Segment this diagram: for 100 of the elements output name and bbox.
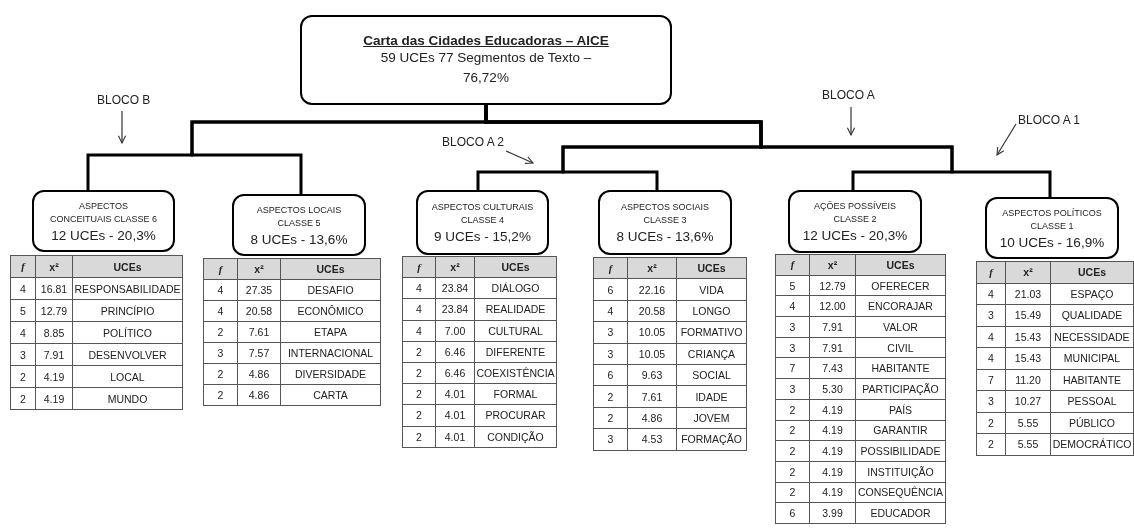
table-cell: 27.35 [237, 279, 281, 301]
table-cell: 2 [775, 399, 810, 420]
class-name: ASPECTOS SOCIAIS CLASSE 3 [620, 201, 710, 227]
table-cell: 6.46 [435, 362, 475, 384]
table-cell: 4.19 [35, 387, 73, 410]
table-cell: 7.61 [627, 385, 677, 408]
table-cell: DIFERENTE [474, 341, 557, 363]
arrow [846, 106, 856, 136]
table-cell: 2 [402, 426, 436, 448]
table-cell: 20.58 [627, 300, 677, 322]
table-cell: 12.79 [809, 275, 856, 296]
table-cell: 3 [593, 428, 628, 450]
table-cell: LOCAL [72, 365, 183, 388]
class-name: ASPECTOS LOCAIS CLASSE 5 [255, 203, 343, 230]
table-header-cell: x² [237, 258, 281, 280]
class-box [32, 190, 175, 252]
table-cell: 2 [402, 362, 436, 384]
table-cell: 15.43 [1005, 347, 1051, 369]
table-cell: 5.55 [1005, 412, 1051, 434]
table-cell: 11.20 [1005, 369, 1051, 391]
table-cell: 3 [775, 316, 810, 338]
summary-text: 59 UCEs 77 Segmentos de Texto – 76,72% [379, 48, 593, 87]
table-cell: ECONÔMICO [280, 300, 381, 322]
table-cell: ENCORAJAR [855, 295, 946, 317]
block-label: BLOCO A 1 [1018, 113, 1081, 127]
table-cell: COEXISTÊNCIA [474, 362, 557, 384]
table-header-cell: UCEs [474, 256, 557, 278]
table-cell: 4 [976, 283, 1006, 305]
table-cell: 6 [775, 502, 810, 524]
table-header-cell: UCEs [72, 255, 183, 278]
table-cell: CIVIL [855, 337, 946, 358]
table-cell: 2 [402, 404, 436, 426]
table-cell: 2 [10, 365, 36, 388]
class-count: 9 UCEs - 15,2% [434, 229, 531, 244]
table-cell: POSSIBILIDADE [855, 440, 946, 462]
table-cell: 4 [402, 298, 436, 321]
table-header-cell: f [976, 261, 1006, 283]
table-cell: 4 [203, 279, 238, 301]
table-cell: 2 [10, 387, 36, 410]
table-header-cell: UCEs [676, 257, 747, 279]
table-cell: 4.86 [627, 407, 677, 429]
table-cell: 3.99 [809, 502, 856, 524]
table-cell: 20.58 [237, 300, 281, 322]
class-box [788, 190, 922, 253]
table-cell: 4.86 [237, 384, 281, 406]
table-cell: 2 [203, 384, 238, 406]
table-cell: 7.57 [237, 342, 281, 364]
table-cell: 2 [976, 412, 1006, 434]
table-cell: 10.05 [627, 321, 677, 344]
table-cell: VALOR [855, 316, 946, 338]
table-cell: MUNICIPAL [1050, 347, 1134, 369]
table-cell: PESSOAL [1050, 390, 1134, 412]
table-cell: LONGO [676, 300, 747, 322]
table-cell: 6 [593, 278, 628, 301]
table-cell: PÚBLICO [1050, 412, 1134, 434]
table-cell: REALIDADE [474, 298, 557, 321]
table-cell: PRINCÍPIO [72, 299, 183, 322]
table-cell: 2 [593, 407, 628, 429]
table-cell: 4 [402, 320, 436, 342]
table-header-cell: x² [35, 255, 73, 278]
table-cell: 5.30 [809, 378, 856, 400]
table-cell: 21.03 [1005, 283, 1051, 305]
table-cell: EDUCADOR [855, 502, 946, 524]
table-cell: 2 [203, 321, 238, 343]
table-cell: 5 [10, 299, 36, 322]
table-cell: 10.27 [1005, 390, 1051, 412]
table-cell: DESAFIO [280, 279, 381, 301]
table-cell: 2 [775, 461, 810, 483]
table-cell: 7.43 [809, 357, 856, 379]
table-header-cell: f [402, 256, 436, 278]
table-cell: 7.91 [809, 337, 856, 358]
class-count: 12 UCEs - 20,3% [802, 228, 908, 243]
table-cell: 4 [976, 347, 1006, 369]
table-cell: 12.79 [35, 299, 73, 322]
table-cell: ESPAÇO [1050, 283, 1134, 305]
table-cell: OFERECER [855, 275, 946, 296]
class-box [598, 190, 732, 255]
table-cell: 4.19 [809, 482, 856, 503]
class-box [416, 190, 549, 255]
table-cell: 4 [10, 277, 36, 300]
table-cell: 15.43 [1005, 326, 1051, 348]
table-cell: PROCURAR [474, 404, 557, 426]
table-cell: JOVEM [676, 407, 747, 429]
table-cell: DEMOCRÁTICO [1050, 433, 1134, 455]
table-cell: POLÍTICO [72, 321, 183, 344]
table-cell: 3 [976, 304, 1006, 326]
table-header-cell: f [10, 255, 36, 278]
table-cell: 4 [402, 277, 436, 299]
table-cell: FORMAL [474, 383, 557, 405]
table-cell: 15.49 [1005, 304, 1051, 326]
class-box [232, 194, 366, 256]
table-cell: 2 [775, 482, 810, 503]
table-header-cell: UCEs [280, 258, 381, 280]
table-cell: 7.91 [809, 316, 856, 338]
table-cell: 7 [775, 357, 810, 379]
table-cell: 3 [10, 343, 36, 366]
table-cell: CONSEQUÊNCIA [855, 482, 946, 503]
table-cell: 6 [593, 364, 628, 386]
table-cell: CULTURAL [474, 320, 557, 342]
table-cell: VIDA [676, 278, 747, 301]
